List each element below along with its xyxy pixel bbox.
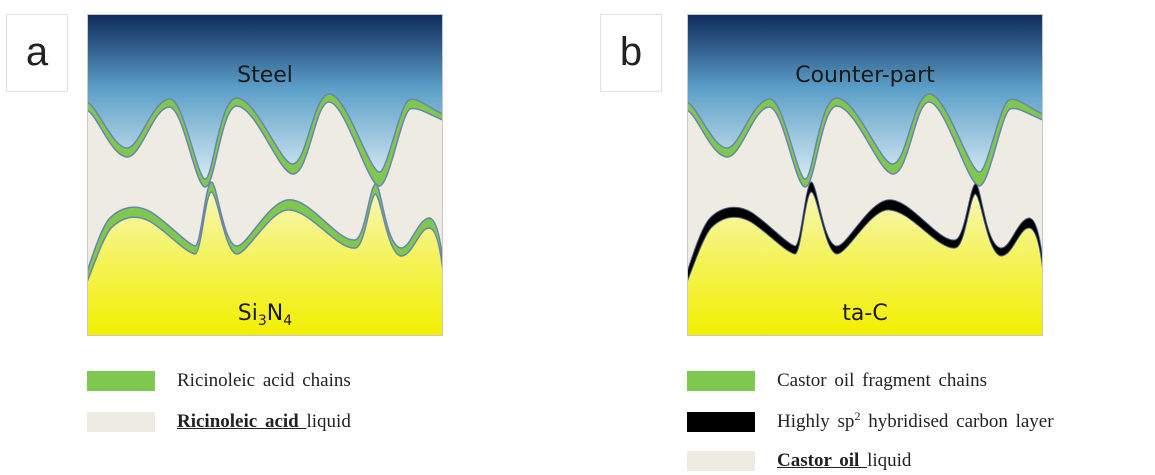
legend-label: Castor oil fragment chains [777, 370, 988, 391]
legend-label: Ricinoleic acid chains [177, 370, 351, 391]
legend-item-liquid: Castor oil liquid [687, 450, 1147, 475]
steel-body [87, 14, 443, 180]
panel-label-a: a [6, 14, 68, 92]
counterpart-body [687, 14, 1043, 180]
substrate-body [87, 181, 443, 336]
diagram-a: Steel Si3N4 [87, 14, 443, 336]
legend-item-carbon: Highly sp2 hybridised carbon layer [687, 409, 1147, 436]
beige-swatch-icon [687, 451, 755, 471]
bottom-material-label: ta-C [842, 301, 887, 326]
diagram-b: Counter-part ta-C [687, 14, 1043, 336]
legend-item-chains: Ricinoleic acid chains [87, 370, 447, 395]
top-material-label: Counter-part [795, 63, 935, 88]
panel-label-b: b [600, 14, 662, 92]
tribology-schematic-b: Counter-part ta-C [687, 14, 1043, 336]
legend-label: Ricinoleic acid liquid [177, 411, 351, 432]
legend-item-liquid: Ricinoleic acid liquid [87, 411, 447, 436]
green-swatch-icon [687, 371, 755, 391]
black-swatch-icon [687, 412, 755, 432]
beige-swatch-icon [87, 412, 155, 432]
legend-label: Castor oil liquid [777, 450, 912, 471]
bottom-material-label: Si3N4 [238, 301, 292, 329]
bottom-chain-layer [87, 181, 443, 283]
ta-c-body [687, 181, 1043, 336]
tribology-schematic-a: Steel Si3N4 [87, 14, 443, 336]
top-material-label: Steel [237, 63, 293, 88]
frame [87, 14, 443, 336]
frame [687, 14, 1043, 336]
legend-label: Highly sp2 hybridised carbon layer [777, 409, 1054, 432]
legend-item-chains: Castor oil fragment chains [687, 370, 1147, 395]
green-swatch-icon [87, 371, 155, 391]
carbon-layer [687, 181, 1043, 283]
